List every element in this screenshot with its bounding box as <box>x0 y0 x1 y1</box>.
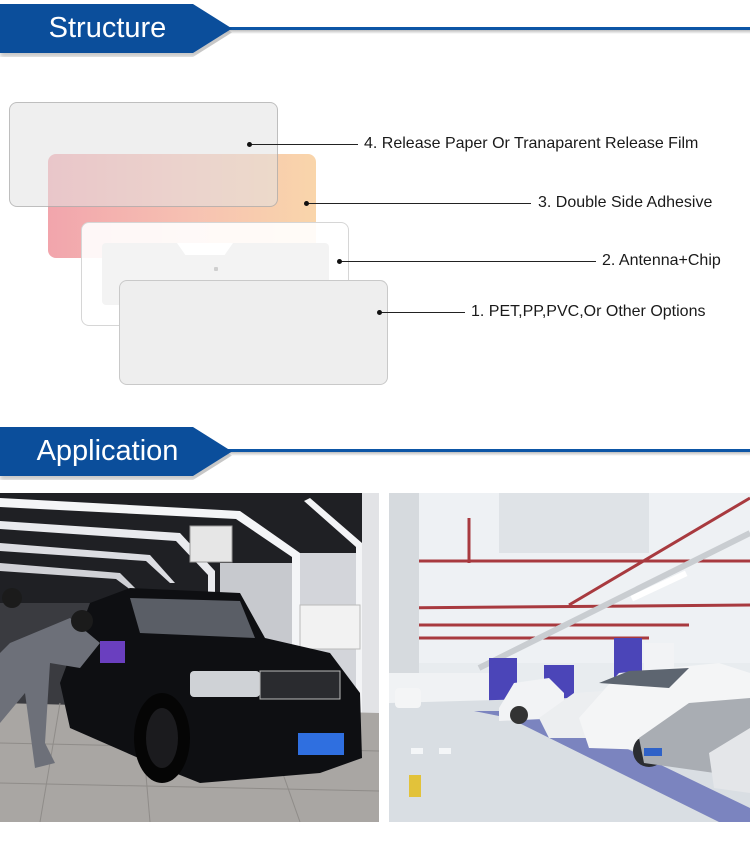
chip-icon <box>214 267 218 271</box>
section-header-application: Application <box>0 427 750 487</box>
layer-release-paper <box>9 102 278 207</box>
callout-dot <box>337 259 342 264</box>
layer-base-material <box>119 280 388 385</box>
section-header-structure: Structure <box>0 4 750 64</box>
photo-car-wash <box>0 493 379 822</box>
section-title: Application <box>36 435 179 467</box>
callout-dot <box>304 201 309 206</box>
callout-label-4: 4. Release Paper Or Tranaparent Release … <box>364 135 699 152</box>
callout-dot <box>247 142 252 147</box>
header-rule-shadow <box>225 452 750 456</box>
callout-dot <box>377 310 382 315</box>
car-wash-illustration <box>0 493 379 822</box>
callout-line-1 <box>377 310 465 315</box>
header-rule <box>225 27 750 30</box>
callout-label-2: 2. Antenna+Chip <box>602 252 721 269</box>
callout-line-2 <box>337 259 596 264</box>
antenna-notch <box>177 243 233 255</box>
parking-illustration <box>389 493 750 822</box>
callout-label-3: 3. Double Side Adhesive <box>538 194 713 211</box>
section-title: Structure <box>48 12 167 44</box>
callout-line-4 <box>247 142 358 147</box>
photo-parking-garage <box>389 493 750 822</box>
header-banner <box>0 4 232 53</box>
callout-label-1: 1. PET,PP,PVC,Or Other Options <box>471 303 706 320</box>
callout-line-3 <box>304 201 531 206</box>
header-banner <box>0 427 232 476</box>
header-rule-shadow <box>225 30 750 34</box>
header-rule <box>225 449 750 452</box>
